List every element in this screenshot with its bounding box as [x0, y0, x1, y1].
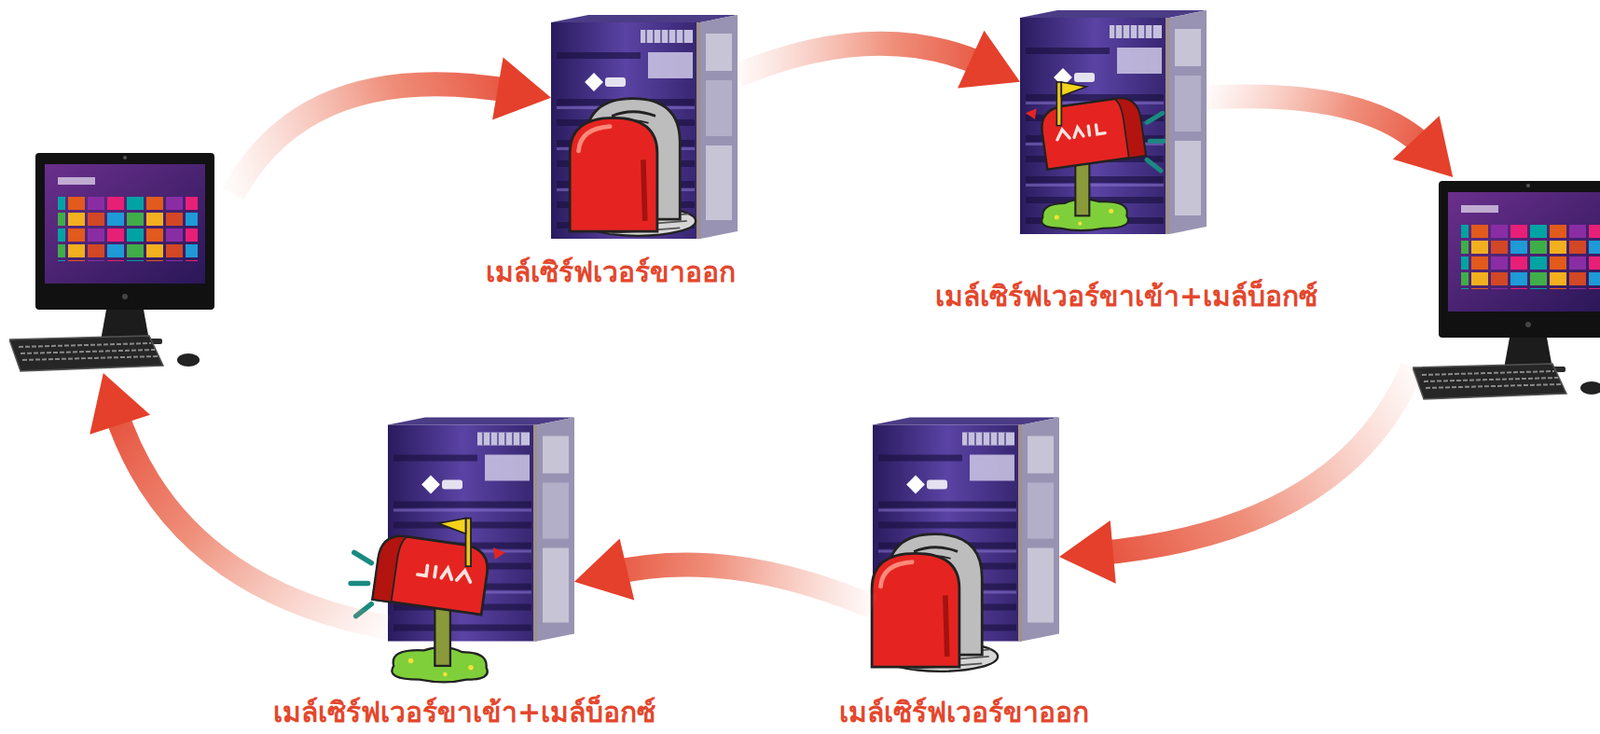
flow-arrow: [89, 372, 388, 628]
server-label: เมล์เซิร์ฟเวอร์ขาเข้า+เมล์บ็อกซ์: [221, 695, 707, 730]
outbox-icon: [569, 98, 696, 236]
mailbox-icon: [350, 518, 506, 683]
arrow-head: [1393, 115, 1453, 178]
server-illustration: [551, 14, 738, 239]
mailbox-icon: [1025, 82, 1166, 231]
arrow-shaft: [737, 43, 987, 76]
arrow-head: [574, 537, 635, 600]
arrow-head: [89, 372, 151, 435]
server-label: เมล์เซิร์ฟเวอร์ขาเข้า+เมล์บ็อกซ์: [883, 279, 1369, 314]
mailbox-icon-mirrored: [350, 518, 506, 683]
arrow-shaft: [1096, 367, 1413, 553]
outgoing-mail-server: เมล์เซิร์ฟเวอร์ขาออก: [872, 414, 1060, 644]
flow-arrow: [574, 537, 873, 607]
arrow-head: [492, 56, 552, 120]
arrow-shaft: [233, 83, 515, 194]
flow-arrow: [233, 56, 552, 194]
arrow-shaft: [610, 564, 873, 607]
server-label: เมล์เซิร์ฟเวอร์ขาออก: [368, 255, 854, 290]
server-illustration: [1020, 10, 1207, 235]
incoming-mail-server: เมล์เซิร์ฟเวอร์ขาเข้า+เมล์บ็อกซ์: [1020, 10, 1207, 235]
incoming-mail-server: เมล์เซิร์ฟเวอร์ขาเข้า+เมล์บ็อกซ์: [387, 414, 575, 644]
arrow-shaft: [114, 408, 388, 628]
computer-illustration: [9, 152, 215, 372]
flow-arrow: [1059, 367, 1413, 584]
computer: [1412, 177, 1600, 401]
flow-arrow: [1206, 96, 1453, 178]
computer: [9, 149, 234, 373]
outbox-icon: [871, 534, 998, 672]
server-label: เมล์เซิร์ฟเวอร์ขาออก: [721, 695, 1207, 730]
computer-illustration: [1412, 180, 1600, 400]
arrow-head: [957, 30, 1021, 89]
arrow-shaft: [1206, 96, 1428, 150]
arrow-head: [1059, 520, 1117, 584]
flow-arrow: [737, 30, 1021, 89]
outgoing-mail-server: เมล์เซิร์ฟเวอร์ขาออก: [551, 14, 738, 239]
